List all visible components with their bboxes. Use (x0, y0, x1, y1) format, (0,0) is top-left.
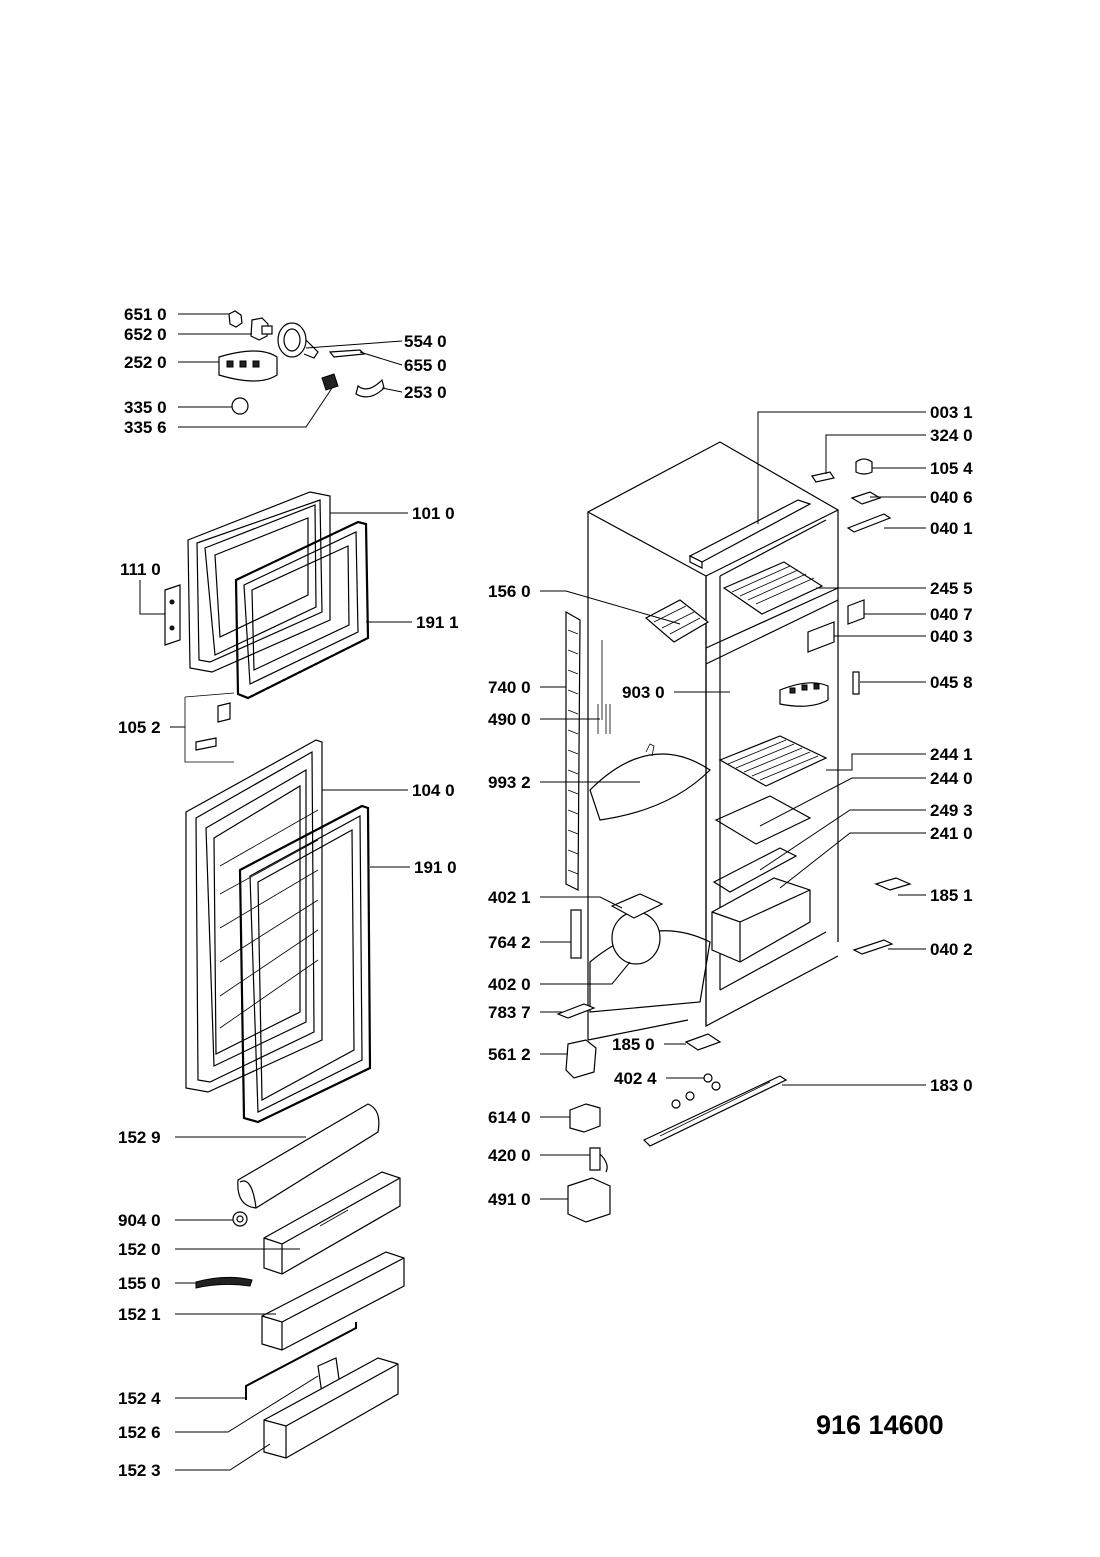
label-335-0: 335 0 (124, 398, 167, 417)
label-003-1: 003 1 (930, 403, 973, 422)
label-244-0: 244 0 (930, 769, 973, 788)
label-245-5: 245 5 (930, 579, 973, 598)
label-185-0: 185 0 (612, 1035, 655, 1054)
crisper-drawer-2410 (711, 877, 811, 963)
label-104-0: 104 0 (412, 781, 455, 800)
door-shelf-1521 (261, 1251, 405, 1351)
label-614-0: 614 0 (488, 1108, 531, 1127)
model-number: 916 14600 (816, 1410, 944, 1440)
label-249-3: 249 3 (930, 801, 973, 820)
label-324-0: 324 0 (930, 426, 973, 445)
label-554-0: 554 0 (404, 332, 447, 351)
label-490-0: 490 0 (488, 710, 531, 729)
label-402-0: 402 0 (488, 975, 531, 994)
label-420-0: 420 0 (488, 1146, 531, 1165)
label-040-1: 040 1 (930, 519, 973, 538)
fridge-door (185, 739, 323, 1093)
label-783-7: 783 7 (488, 1003, 531, 1022)
thermostat-housing (779, 682, 829, 707)
fridge-door-gasket (238, 804, 372, 1124)
label-191-1: 191 1 (416, 613, 459, 632)
label-152-4: 152 4 (118, 1389, 161, 1408)
label-040-7: 040 7 (930, 605, 973, 624)
label-045-8: 045 8 (930, 673, 973, 692)
part-labels: 651 0 652 0 554 0 252 0 655 0 253 0 335 … (118, 305, 973, 1480)
top-cover-0031 (688, 499, 812, 569)
label-993-2: 993 2 (488, 773, 531, 792)
label-040-6: 040 6 (930, 488, 973, 507)
thermostat-lamp-assembly (218, 310, 385, 415)
freezer-door (187, 491, 331, 673)
label-040-3: 040 3 (930, 627, 973, 646)
label-652-0: 652 0 (124, 325, 167, 344)
label-105-2: 105 2 (118, 718, 161, 737)
bottom-components (556, 1003, 788, 1223)
label-111-0: 111 0 (120, 560, 161, 579)
label-156-0: 156 0 (488, 582, 531, 601)
label-491-0: 491 0 (488, 1190, 531, 1209)
ice-tray-1560 (644, 599, 710, 643)
label-402-1: 402 1 (488, 888, 531, 907)
handle-bracket-105 (184, 692, 235, 763)
freezer-door-gasket (234, 520, 370, 700)
label-152-0: 152 0 (118, 1240, 161, 1259)
egg-tray-1550 (195, 1276, 253, 1289)
label-152-6: 152 6 (118, 1423, 161, 1442)
fridge-shelves (712, 735, 828, 893)
label-561-2: 561 2 (488, 1045, 531, 1064)
door-hinge-111 (164, 584, 181, 646)
plug-904 (232, 1211, 248, 1227)
label-253-0: 253 0 (404, 383, 447, 402)
label-185-1: 185 1 (930, 886, 973, 905)
label-152-1: 152 1 (118, 1305, 161, 1324)
hinges-right (807, 458, 912, 955)
door-shelf-1523 (263, 1357, 399, 1459)
label-155-0: 155 0 (118, 1274, 161, 1293)
label-903-0: 903 0 (622, 683, 665, 702)
label-101-0: 101 0 (412, 504, 455, 523)
leader-lines (139, 313, 926, 1471)
label-191-0: 191 0 (414, 858, 457, 877)
label-252-0: 252 0 (124, 353, 167, 372)
label-244-1: 244 1 (930, 745, 973, 764)
label-651-0: 651 0 (124, 305, 167, 324)
label-335-6: 335 6 (124, 418, 167, 437)
label-904-0: 904 0 (118, 1211, 161, 1230)
label-402-4: 402 4 (614, 1069, 657, 1088)
evaporator-7400 (565, 610, 581, 891)
label-152-9: 152 9 (118, 1128, 161, 1147)
bottle-rail-1524 (245, 1322, 357, 1400)
label-740-0: 740 0 (488, 678, 531, 697)
label-040-2: 040 2 (930, 940, 973, 959)
compressor-4020 (589, 893, 711, 1013)
label-105-4: 105 4 (930, 459, 973, 478)
freezer-shelf-2455 (722, 561, 824, 615)
label-241-0: 241 0 (930, 824, 973, 843)
thermostat-probe-4900 (597, 640, 611, 734)
defrost-tray-9932 (589, 743, 711, 821)
label-764-2: 764 2 (488, 933, 531, 952)
label-152-3: 152 3 (118, 1461, 161, 1480)
label-183-0: 183 0 (930, 1076, 973, 1095)
cabinet-body (586, 441, 840, 1041)
label-655-0: 655 0 (404, 356, 447, 375)
drier-7642 (570, 909, 582, 959)
egg-cover-1529 (237, 1103, 380, 1209)
